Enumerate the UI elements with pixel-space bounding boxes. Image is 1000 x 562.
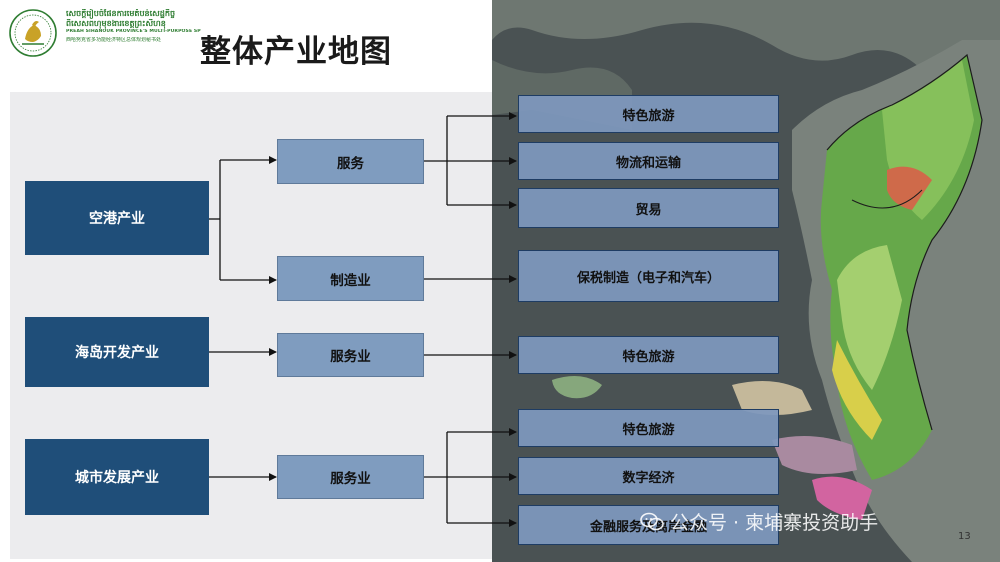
logo-text-khmer-line2: ពិសេសពហុមុខងារខេត្តព្រះសីហនុ	[66, 19, 166, 28]
sector-label: 空港产业	[89, 211, 145, 227]
activity-label: 贸易	[635, 202, 662, 218]
sector-box-urban-development: 城市发展产业	[25, 439, 209, 515]
activity-label: 特色旅游	[622, 108, 675, 124]
category-box-manufacturing: 制造业	[277, 256, 424, 301]
activity-box-tourism-2: 特色旅游	[518, 336, 779, 374]
ministry-logo-icon	[9, 9, 57, 57]
activity-box-tourism-1: 特色旅游	[518, 95, 779, 133]
logo-text-khmer-line1: សេចក្តីរៀបចំផែនការមេតំបន់សេដ្ឋកិច្ច	[66, 9, 176, 18]
category-label: 制造业	[330, 272, 371, 289]
activity-box-digital-economy: 数字经济	[518, 457, 779, 495]
activity-label: 物流和运输	[615, 155, 681, 171]
activity-label: 特色旅游	[622, 349, 675, 365]
watermark-text: 公众号 · 柬埔寨投资助手	[670, 512, 879, 534]
activity-label: 保税制造（电子和汽车）	[576, 270, 720, 286]
activity-label: 特色旅游	[622, 422, 675, 438]
wechat-icon	[640, 512, 664, 530]
activity-box-logistics: 物流和运输	[518, 142, 779, 180]
category-label: 服务业	[330, 349, 371, 365]
sector-box-island-development: 海岛开发产业	[25, 317, 209, 387]
category-box-service-industry-urban: 服务业	[277, 455, 424, 499]
logo-text-english: PREAH SIHANOUK PROVINCE'S MULTI-PURPOSE …	[66, 29, 201, 34]
activity-box-bonded-manufacturing: 保税制造（电子和汽车）	[518, 250, 779, 302]
logo-text-chinese: 西哈努克省多功能经济特区总体规划秘书处	[66, 36, 162, 43]
page-title: 整体产业地图	[200, 34, 392, 70]
activity-box-tourism-3: 特色旅游	[518, 409, 779, 447]
logo-text-block: សេចក្តីរៀបចំផែនការមេតំបន់សេដ្ឋកិច្ច ពិសេ…	[66, 9, 201, 43]
sector-label: 海岛开发产业	[75, 345, 159, 361]
activity-label: 数字经济	[622, 470, 675, 486]
sector-box-airport-industry: 空港产业	[25, 181, 209, 255]
page-number: 13	[958, 531, 971, 542]
category-label: 服务业	[330, 471, 371, 487]
activity-label: 金融服务及离岸金融	[589, 519, 707, 535]
wechat-watermark: 公众号 · 柬埔寨投资助手	[640, 508, 878, 535]
category-box-services: 服务	[277, 139, 424, 184]
activity-box-trade: 贸易	[518, 188, 779, 228]
category-label: 服务	[337, 155, 364, 172]
sector-label: 城市发展产业	[75, 470, 159, 486]
category-box-service-industry-island: 服务业	[277, 333, 424, 377]
